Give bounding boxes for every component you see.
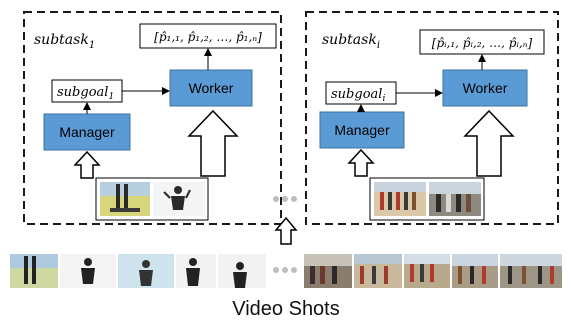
video-shots-strip-right <box>304 254 562 288</box>
worker-label-i: Worker <box>463 80 508 96</box>
subtask-i-panel <box>305 11 559 225</box>
subtask-i-label: subtaski <box>322 32 380 51</box>
manager-label-1: Manager <box>59 124 115 140</box>
shot-thumbnail-1 <box>95 177 209 221</box>
worker-label-1: Worker <box>189 80 234 96</box>
subtask-1-panel <box>23 11 282 225</box>
hollow-arrow-manager-i <box>347 148 375 177</box>
hollow-arrow-worker-i <box>463 109 515 177</box>
video-shots-strip-left <box>10 254 266 288</box>
hollow-arrow-worker-1 <box>187 109 239 177</box>
worker-box-1 <box>169 69 253 107</box>
subgoal-text-1: subgoal1 <box>57 85 114 102</box>
video-shots-label: Video Shots <box>232 298 340 320</box>
shot-thumbnail-i <box>369 177 485 221</box>
manager-box-i <box>319 111 405 149</box>
hollow-arrow-shots-up <box>274 216 298 245</box>
worker-box-i <box>442 69 528 107</box>
manager-box-1 <box>43 113 131 151</box>
manager-label-i: Manager <box>334 122 390 138</box>
subgoal-text-i: subgoali <box>331 87 385 104</box>
ellipsis-dots-bottom <box>273 267 297 273</box>
output-text-i: [p̂ᵢ,₁, p̂ᵢ,₂, …, p̂ᵢ,ₙ] <box>432 36 533 50</box>
ellipsis-dots-top <box>273 196 297 202</box>
hollow-arrow-manager-1 <box>73 150 101 179</box>
output-text-1: [p̂₁,₁, p̂₁,₂, …, p̂₁,ₙ] <box>154 30 262 44</box>
subtask-1-label: subtask1 <box>34 32 95 51</box>
